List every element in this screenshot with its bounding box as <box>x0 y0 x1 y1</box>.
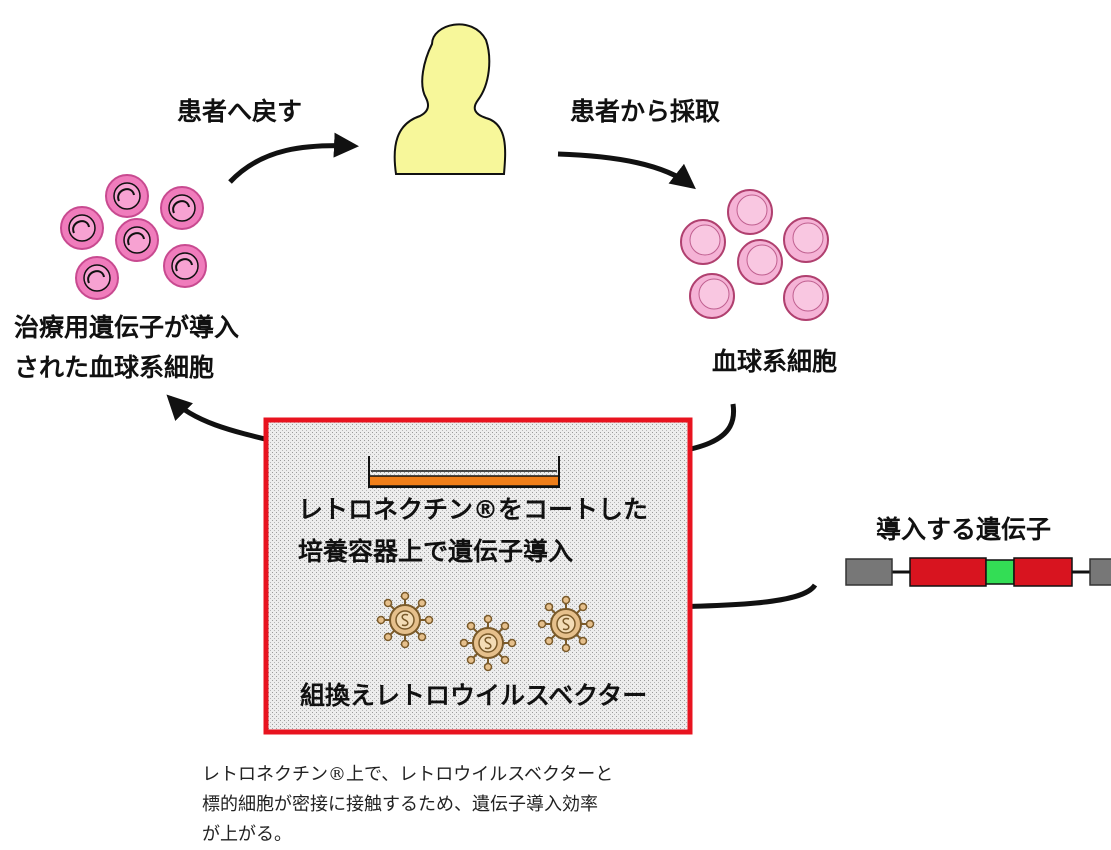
retrovirus-vector-icon <box>537 595 595 653</box>
culture-box <box>263 417 693 735</box>
blood-cell <box>783 275 829 321</box>
arrow-collect-from-patient <box>557 151 696 190</box>
caption-line: レトロネクチン®上で、レトロウイルスベクターと <box>202 764 614 785</box>
label-collect-from-patient: 患者から採取 <box>570 97 721 126</box>
caption-line: 標的細胞が密接に接触するため、遺伝子導入効率 <box>202 794 598 815</box>
blood-cell <box>727 189 773 235</box>
label-transduced-cells-line2: された血球系細胞 <box>14 353 215 382</box>
blood-cell <box>783 217 829 263</box>
label-blood-cells: 血球系細胞 <box>712 347 838 376</box>
transduced-cell <box>115 218 159 262</box>
blood-cell <box>689 273 735 319</box>
gene-construct-icon <box>845 557 1111 587</box>
transduced-cell <box>60 206 104 250</box>
transduced-cell <box>105 174 149 218</box>
transduced-cell <box>163 244 207 288</box>
label-culture-line1: レトロネクチン®をコートした <box>298 495 649 524</box>
transduced-cell <box>75 256 119 300</box>
label-transduced-cells-line1: 治療用遺伝子が導入 <box>14 313 240 342</box>
label-vector: 組換えレトロウイルスベクター <box>300 681 648 710</box>
label-gene-to-introduce: 導入する遺伝子 <box>876 515 1052 544</box>
blood-cell <box>680 219 726 265</box>
retrovirus-vector-icon <box>459 614 517 672</box>
retrovirus-vector-icon <box>376 591 434 649</box>
person-silhouette-icon <box>393 23 507 175</box>
blood-cell <box>737 239 783 285</box>
culture-dish-icon <box>368 456 560 488</box>
caption-line: が上がる。 <box>202 824 292 845</box>
arrow-return-to-patient <box>228 132 359 184</box>
label-return-to-patient: 患者へ戻す <box>177 97 303 126</box>
transduced-cells-cluster <box>60 174 207 300</box>
transduced-cell <box>160 186 204 230</box>
label-culture-line2: 培養容器上で遺伝子導入 <box>298 537 574 566</box>
caption: レトロネクチン®上で、レトロウイルスベクターと 標的細胞が密接に接触するため、遺… <box>202 760 762 850</box>
blood-cells-cluster <box>680 189 829 321</box>
